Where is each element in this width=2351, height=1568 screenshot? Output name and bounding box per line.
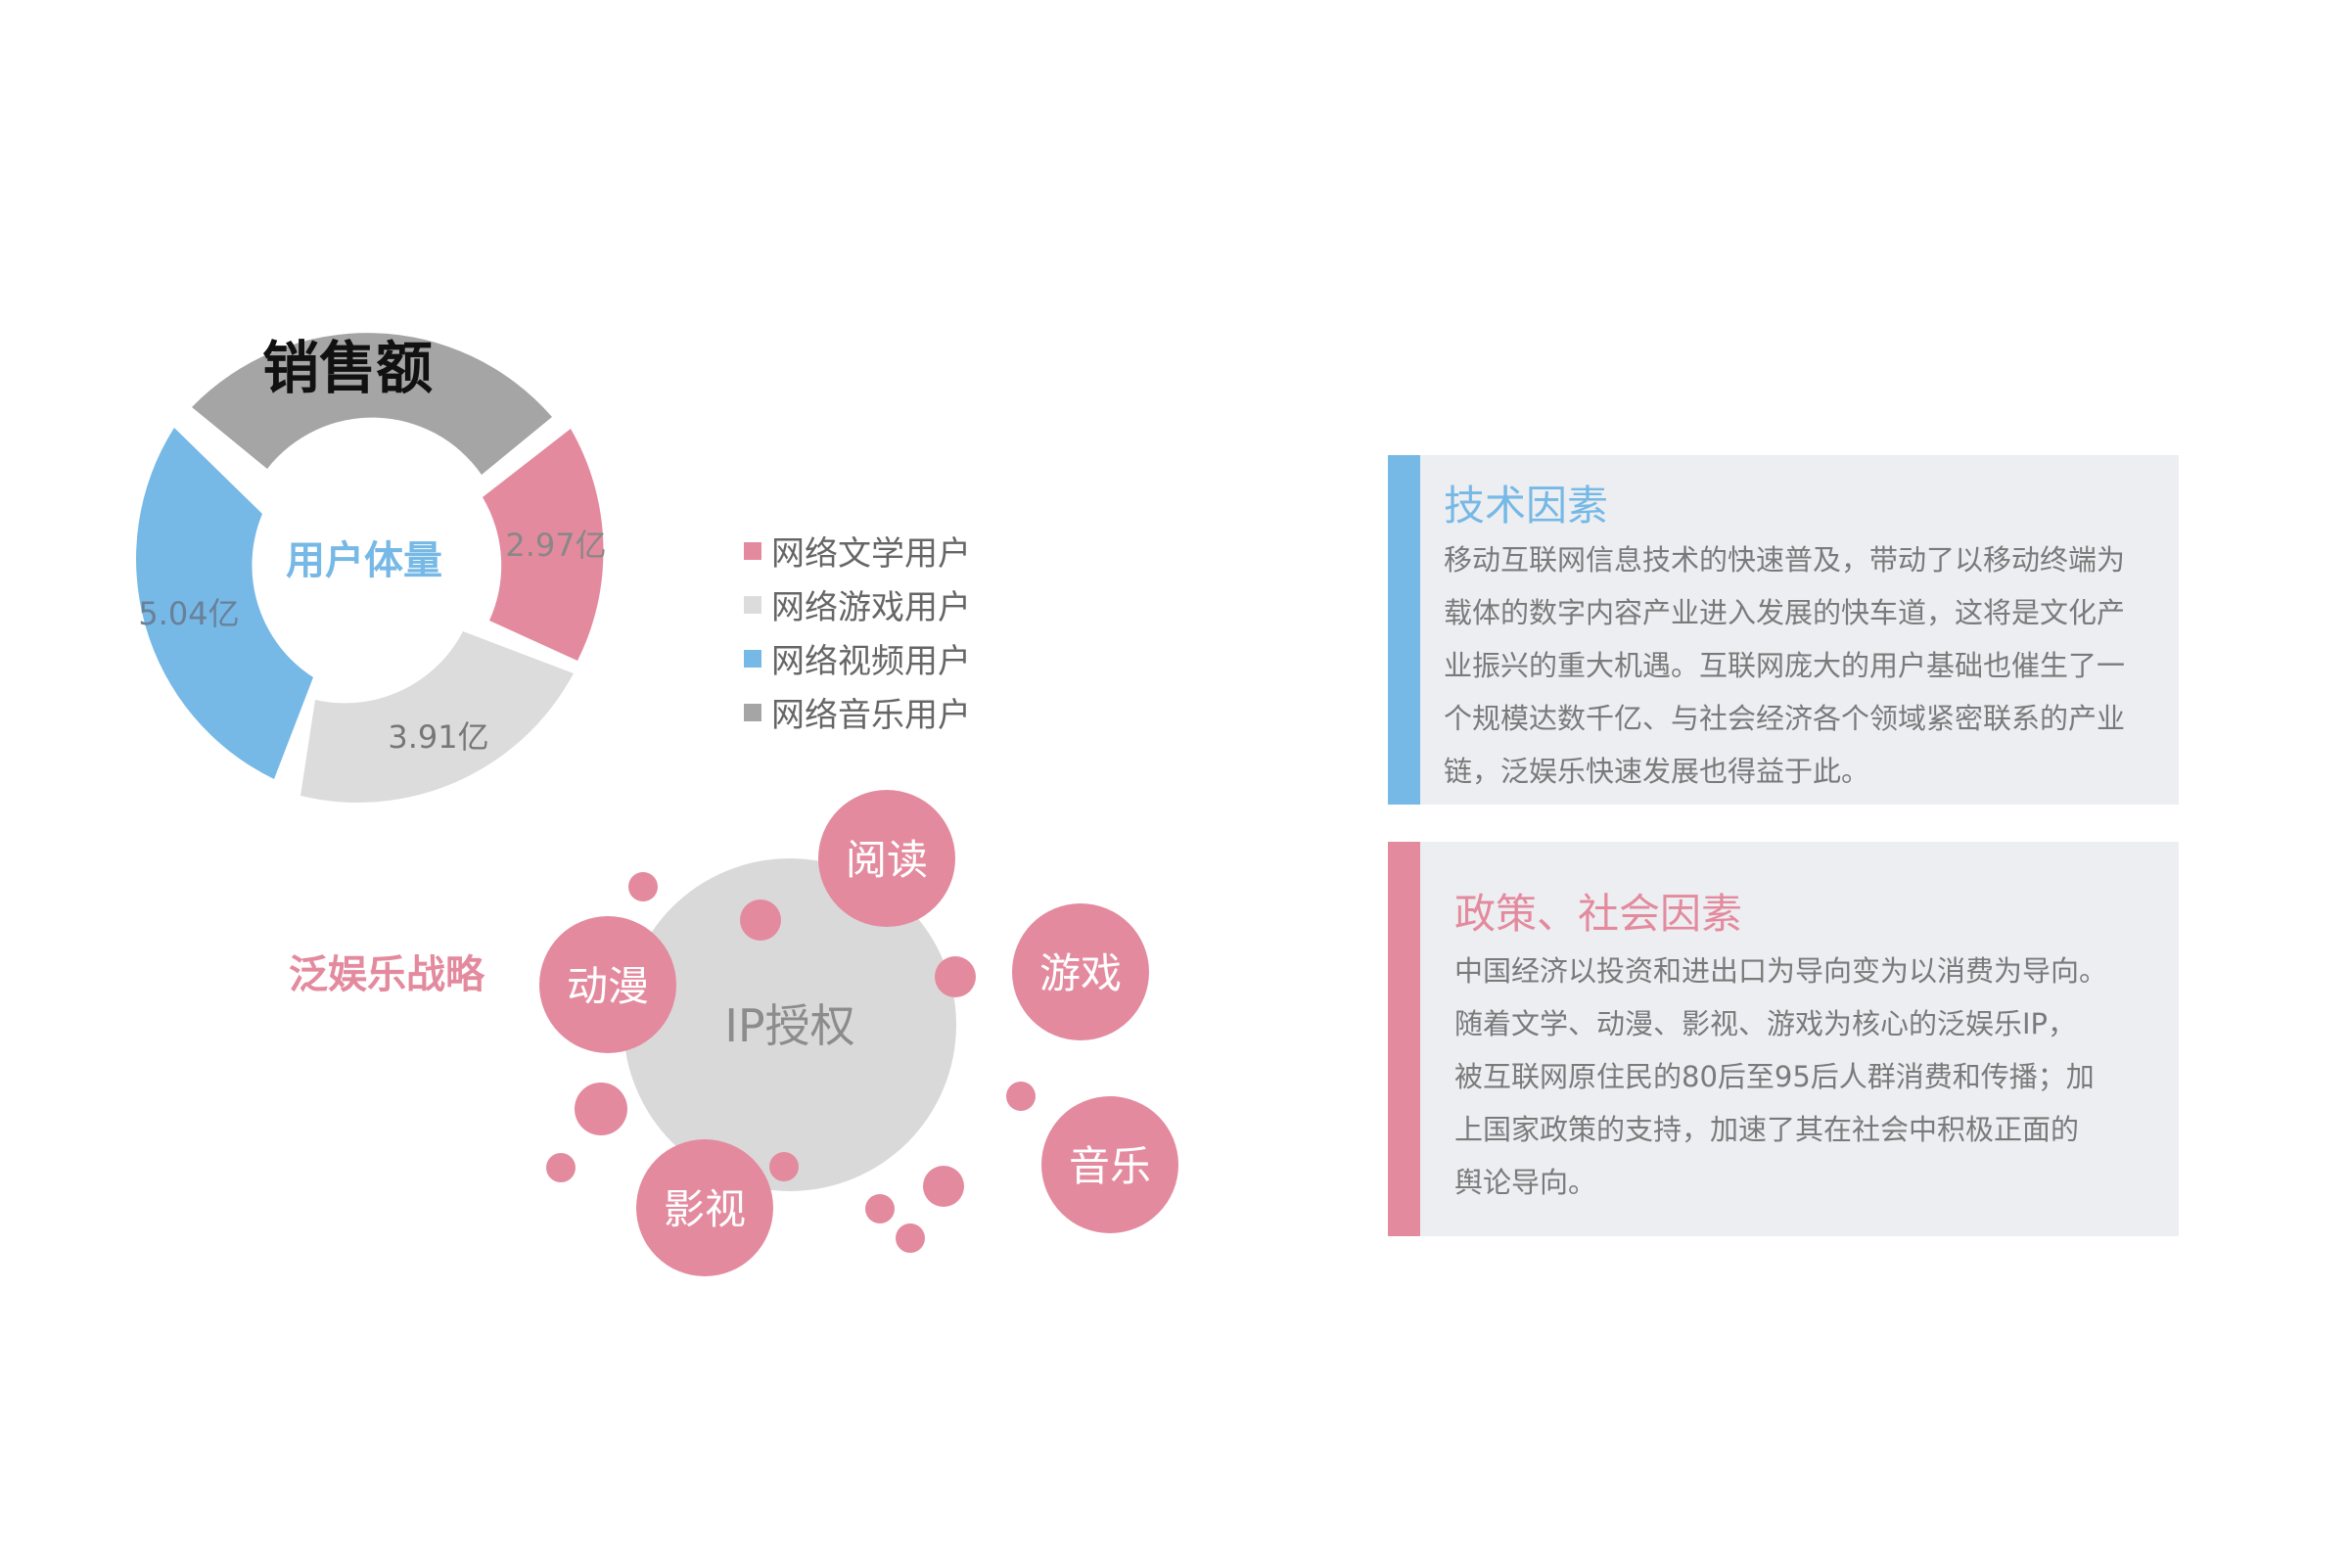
donut-segment-music (192, 333, 552, 475)
donut-segment-literature (483, 429, 604, 661)
text-line: 业振兴的重大机遇。互联网庞大的用户基础也催生了一 (1444, 649, 2126, 682)
text-line: 中国经济以投资和进出口为导向变为以消费为导向。 (1454, 954, 2108, 988)
donut-value-video: 5.04亿 (138, 595, 239, 632)
node-label-film: 影视 (664, 1185, 746, 1233)
node-bubble-film (636, 1139, 773, 1276)
text-line: 个规模达数千亿、与社会经济各个领域紧密联系的产业 (1444, 702, 2126, 735)
decor-dot (769, 1152, 799, 1181)
node-bubble-game (1012, 903, 1149, 1040)
ip-center-circle (623, 858, 956, 1191)
decor-dot (896, 1223, 925, 1253)
decor-dot (935, 956, 976, 997)
text-line: 上国家政策的支持，加速了其在社会中积极正面的 (1454, 1113, 2080, 1146)
text-line: 被互联网原住民的80后至95后人群消费和传播；加 (1454, 1060, 2095, 1093)
policy-factors-text: 中国经济以投资和进出口为导向变为以消费为导向。 随着文学、动漫、影视、游戏为核心… (1454, 945, 2107, 1209)
legend-swatch (744, 541, 761, 560)
text-line: 载体的数字内容产业进入发展的快车道，这将是文化产 (1444, 596, 2126, 629)
legend-swatch (744, 649, 761, 668)
policy-factors-title: 政策、社会因素 (1454, 890, 1743, 938)
legend-swatch (744, 595, 761, 614)
donut-center-label: 用户体量 (286, 538, 442, 583)
donut-top-label: 销售额 (262, 335, 433, 401)
donut-value-game: 3.91亿 (388, 718, 488, 756)
decor-dot (865, 1194, 895, 1223)
node-bubble-anime (539, 916, 676, 1053)
legend-swatch (744, 703, 761, 721)
decor-dot (740, 899, 781, 941)
node-label-music: 音乐 (1069, 1142, 1151, 1190)
strategy-title: 泛娱乐战略 (289, 952, 485, 997)
text-line: 链，泛娱乐快速发展也得益于此。 (1444, 755, 1870, 788)
decor-dot (575, 1083, 627, 1135)
policy-factors-accent-bar (1388, 842, 1420, 1236)
decor-dot (1006, 1082, 1036, 1111)
legend-label: 网络音乐用户 (771, 696, 971, 735)
ip-center-label: IP授权 (724, 999, 854, 1052)
legend-item: 网络游戏用户 (744, 577, 971, 631)
decor-dot (628, 872, 658, 901)
tech-factors-accent-bar (1388, 455, 1420, 805)
decor-dot (546, 1153, 576, 1182)
legend-item: 网络音乐用户 (744, 685, 971, 739)
node-bubble-reading (818, 790, 955, 927)
donut-segment-video (136, 428, 313, 779)
donut-legend: 网络文学用户 网络游戏用户 网络视频用户 网络音乐用户 (744, 524, 971, 739)
node-label-reading: 阅读 (846, 836, 928, 884)
legend-label: 网络视频用户 (771, 642, 971, 681)
legend-label: 网络游戏用户 (771, 588, 971, 627)
text-line: 随着文学、动漫、影视、游戏为核心的泛娱乐IP， (1454, 1007, 2077, 1040)
node-label-game: 游戏 (1039, 949, 1122, 997)
donut-segment-game (300, 631, 574, 803)
text-line: 移动互联网信息技术的快速普及，带动了以移动终端为 (1444, 543, 2126, 576)
legend-label: 网络文学用户 (771, 534, 971, 574)
legend-item: 网络文学用户 (744, 524, 971, 577)
legend-item: 网络视频用户 (744, 631, 971, 685)
donut-value-literature: 2.97亿 (505, 527, 606, 564)
tech-factors-title: 技术因素 (1444, 482, 1609, 530)
tech-factors-panel: 技术因素 移动互联网信息技术的快速普及，带动了以移动终端为 载体的数字内容产业进… (1388, 455, 2179, 805)
node-bubble-music (1041, 1096, 1178, 1233)
policy-factors-panel: 政策、社会因素 中国经济以投资和进出口为导向变为以消费为导向。 随着文学、动漫、… (1388, 842, 2179, 1236)
node-label-anime: 动漫 (567, 962, 649, 1010)
decor-dot (923, 1166, 964, 1207)
text-line: 舆论导向。 (1454, 1166, 1597, 1199)
tech-factors-text: 移动互联网信息技术的快速普及，带动了以移动终端为 载体的数字内容产业进入发展的快… (1444, 533, 2125, 798)
